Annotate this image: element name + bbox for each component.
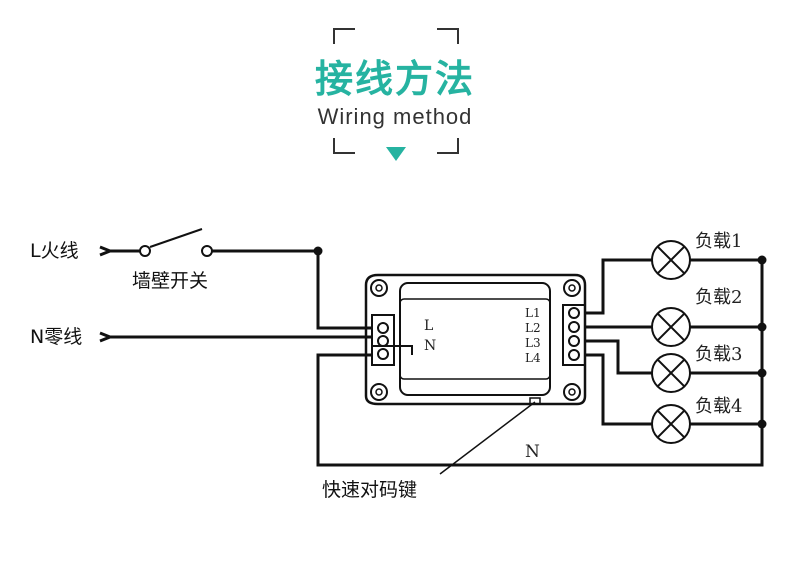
mount-hole-icon	[568, 284, 576, 292]
mount-hole-icon	[563, 279, 581, 297]
terminal-screw-icon	[568, 307, 580, 319]
switch-lever	[149, 228, 203, 248]
module-inner-panel	[399, 298, 551, 380]
mount-hole-icon	[563, 383, 581, 401]
input-terminal-block	[371, 314, 395, 366]
output-terminal-label: L1	[525, 306, 541, 320]
terminal-screw-icon	[377, 322, 389, 334]
output-wire-l1	[585, 258, 652, 315]
mount-hole-icon	[568, 388, 576, 396]
output-wire-l4	[585, 353, 652, 426]
switch-contact-left	[139, 245, 151, 257]
corner-bracket-top-left	[333, 28, 355, 44]
load-label: 负载2	[695, 287, 742, 308]
page-title: 接线方法	[314, 57, 475, 101]
pairing-button	[529, 397, 541, 405]
junction-dot	[757, 322, 767, 332]
live-input-arrow	[99, 245, 115, 257]
input-terminal-label: N	[424, 338, 436, 354]
header: 接线方法 Wiring method	[0, 0, 790, 170]
pairing-button-leader	[439, 401, 536, 475]
load-label: 负载3	[695, 344, 742, 365]
mount-hole-icon	[370, 383, 388, 401]
terminal-screw-icon	[377, 335, 389, 347]
terminal-screw-icon	[377, 348, 389, 360]
terminal-screw-icon	[568, 349, 580, 361]
live-input-label: L火线	[30, 240, 79, 262]
junction-dot	[313, 246, 323, 256]
input-terminal-label: L	[424, 318, 433, 334]
output-terminal-label: L3	[525, 336, 541, 350]
lamp-icon	[651, 240, 691, 280]
neutral-input-arrow	[99, 331, 115, 343]
corner-bracket-bottom-right	[437, 138, 459, 154]
output-terminal-label: L4	[525, 351, 541, 365]
junction-dot	[757, 255, 767, 265]
mount-hole-icon	[375, 388, 383, 396]
load-label: 负载4	[695, 396, 742, 417]
output-terminal-block	[562, 304, 586, 366]
mount-hole-icon	[370, 279, 388, 297]
corner-bracket-bottom-left	[333, 138, 355, 154]
terminal-screw-icon	[568, 321, 580, 333]
mount-hole-icon	[375, 284, 383, 292]
switch-contact-right	[201, 245, 213, 257]
neutral-input-label: N零线	[30, 326, 82, 348]
load-label: 负载1	[695, 231, 742, 252]
controller-module	[364, 273, 587, 406]
page-subtitle: Wiring method	[317, 104, 473, 129]
lamp-icon	[651, 404, 691, 444]
corner-bracket-top-right	[437, 28, 459, 44]
module-outer-shell	[364, 273, 587, 406]
output-wire-l3	[585, 339, 652, 375]
output-terminal-label: L2	[525, 321, 541, 335]
neutral-bus-label: N	[525, 442, 540, 462]
wall-switch-label: 墙壁开关	[132, 270, 208, 292]
pairing-button-label: 快速对码键	[322, 479, 417, 501]
junction-dot	[757, 368, 767, 378]
lamp-icon	[651, 307, 691, 347]
lamp-icon	[651, 353, 691, 393]
terminal-screw-icon	[568, 335, 580, 347]
junction-dot	[757, 419, 767, 429]
down-triangle-icon	[386, 147, 406, 161]
neutral-bus-wire	[316, 260, 764, 467]
live-wire-to-device	[316, 251, 372, 330]
